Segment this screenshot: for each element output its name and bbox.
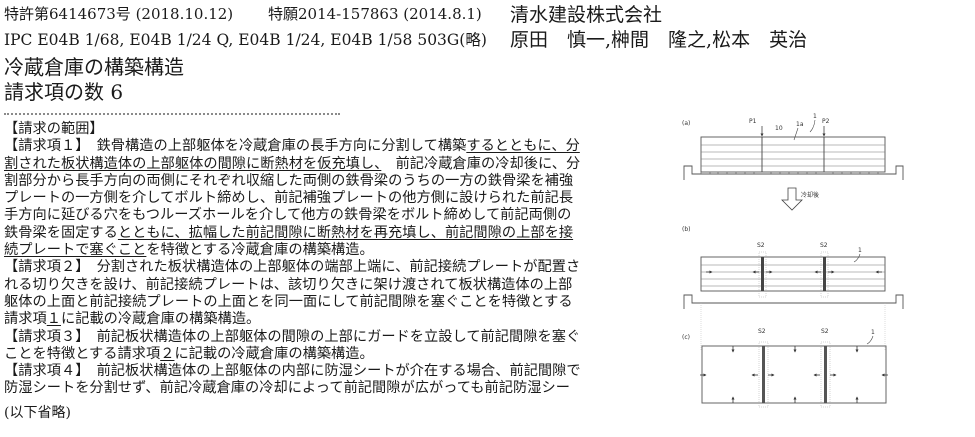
gap-label-c-right: S2 xyxy=(821,328,829,335)
panel-label-a: (a) xyxy=(682,120,690,127)
text-segment: プレートの一方側を介してボルト締めし、前記補強プレートの他方側に設けられた前記長 xyxy=(4,190,574,207)
gap-label-left: S2 xyxy=(757,242,765,249)
underlined-segment: １ xyxy=(46,311,61,328)
ref-1-c: 1 xyxy=(871,329,875,336)
claim-text-line: 割部分から長手方向の両側にそれぞれ収縮した両側の鉄骨梁のうちの一方の鉄骨梁を補強 xyxy=(4,173,654,190)
text-segment: 鉄骨梁を固定する xyxy=(4,224,118,241)
text-segment: 防湿シートを分割せず、前記冷蔵倉庫の冷却によって前記間隙が広がっても前記防湿シー xyxy=(4,380,570,397)
label-10: 10 xyxy=(775,125,783,132)
assignee: 清水建設株式会社 xyxy=(510,4,663,26)
text-segment: 【請求項３】 前記板状構造体の上部躯体の間隙の上部にガードを立設して前記間隙を塞… xyxy=(4,328,581,345)
underlined-segment: 割された板状構造体の上部躯体の間隙に断熱材を仮充填し、 xyxy=(4,155,382,172)
claim-text-line: 【請求項１】 鉄骨構造の上部躯体を冷蔵倉庫の長手方向に分割して構築するとともに、… xyxy=(4,138,654,155)
label-p2: P2 xyxy=(822,118,830,125)
claim-text-line: 鉄骨梁を固定するとともに、拡幅した前記間隙に断熱材を再充填し、前記間隙の上部を接 xyxy=(4,225,654,242)
text-segment: 手方向に延びる穴をもつルーズホールを介して他方の鉄骨梁をボルト締めして前記両側の xyxy=(4,207,572,224)
label-1a: 1a xyxy=(796,121,804,128)
figure-panel-b: (b) S2 S2 1 xyxy=(682,226,904,350)
figure-panel-c: (c) S2 S2 1 xyxy=(682,328,888,408)
text-segment: 躯体の上面と前記接続プレートの上面とを同一面にして前記間隙を塞ぐことを特徴とする xyxy=(4,293,573,310)
text-segment: れる切り欠きを設け、前記接続プレートは、該切り欠きに架け渡されて板状構造体の上部 xyxy=(4,276,573,293)
invention-title: 冷蔵倉庫の構築構造 xyxy=(4,55,184,79)
claim-text-line: ことを特徴とする請求項２に記載の冷蔵倉庫の構築構造。 xyxy=(4,346,654,363)
text-segment: に記載の冷蔵倉庫の構築構造。 xyxy=(174,345,374,362)
claim-lines: 【請求項１】 鉄骨構造の上部躯体を冷蔵倉庫の長手方向に分割して構築するとともに、… xyxy=(4,138,654,397)
text-segment: 【請求項２】 分割された板状構造体の上部躯体の端部上端に、前記接続プレートが配置… xyxy=(4,259,581,276)
claim-count: 請求項の数 6 xyxy=(4,80,124,104)
claim-text-line: 【請求項４】 前記板状構造体の上部躯体の内部に防湿シートが介在する場合、前記間隙… xyxy=(4,363,654,380)
claim-text-line: 請求項１に記載の冷蔵倉庫の構築構造。 xyxy=(4,311,654,328)
underlined-segment: するとともに、分 xyxy=(466,138,580,155)
omitted-note: (以下省略) xyxy=(4,405,71,421)
down-arrow-icon xyxy=(781,187,803,211)
underlined-segment: 続プレートで塞ぐこと xyxy=(4,242,147,259)
label-p1: P1 xyxy=(749,118,757,125)
application-number: 特願2014-157863 (2014.8.1) xyxy=(268,5,482,23)
claim-text-line: 躯体の上面と前記接続プレートの上面とを同一面にして前記間隙を塞ぐことを特徴とする xyxy=(4,294,654,311)
inventors: 原田 慎一,榊間 隆之,松本 英治 xyxy=(510,29,808,51)
dotted-separator xyxy=(4,113,340,115)
text-segment: 割部分から長手方向の両側にそれぞれ収縮した両側の鉄骨梁のうちの一方の鉄骨梁を補強 xyxy=(4,172,574,189)
claim-text-line: プレートの一方側を介してボルト締めし、前記補強プレートの他方側に設けられた前記長 xyxy=(4,190,654,207)
gap-label-right: S2 xyxy=(820,242,828,249)
ipc-codes: IPC E04B 1/68, E04B 1/24 Q, E04B 1/24, E… xyxy=(4,31,487,49)
underlined-segment: とともに、拡幅した前記間隙に断熱材を再充填し、前記間隙の上部を接 xyxy=(117,224,574,241)
claim-text-line: 防湿シートを分割せず、前記冷蔵倉庫の冷却によって前記間隙が広がっても前記防湿シー xyxy=(4,380,654,397)
ref-1-b: 1 xyxy=(858,247,862,254)
claim-text-line: 【請求項３】 前記板状構造体の上部躯体の間隙の上部にガードを立設して前記間隙を塞… xyxy=(4,329,654,346)
claim-text-line: 続プレートで塞ぐことを特徴とする冷蔵倉庫の構築構造。 xyxy=(4,242,654,259)
patent-number: 特許第6414673号 (2018.10.12) xyxy=(4,5,234,23)
text-segment: 【請求項１】 鉄骨構造の上部躯体を冷蔵倉庫の長手方向に分割して構築 xyxy=(4,138,467,155)
drawing-svg: (a) P1 P2 10 1a 1 冷却後 (b) xyxy=(682,113,904,408)
text-segment: 【請求項４】 前記板状構造体の上部躯体の内部に防湿シートが介在する場合、前記間隙… xyxy=(4,363,581,380)
text-segment: ことを特徴とする請求項 xyxy=(4,345,161,362)
underlined-segment: ２ xyxy=(160,345,175,362)
text-segment: 請求項 xyxy=(4,311,47,328)
claims-section: 【請求の範囲】 【請求項１】 鉄骨構造の上部躯体を冷蔵倉庫の長手方向に分割して構… xyxy=(4,121,654,398)
patent-drawing: (a) P1 P2 10 1a 1 冷却後 (b) xyxy=(670,100,975,437)
text-segment: に記載の冷蔵倉庫の構築構造。 xyxy=(60,311,261,328)
panel-label-b: (b) xyxy=(682,226,691,233)
claim-text-line: 割された板状構造体の上部躯体の間隙に断熱材を仮充填し、 前記冷蔵倉庫の冷却後に、… xyxy=(4,156,654,173)
cooling-arrow: 冷却後 xyxy=(781,187,819,211)
gap-label-c-left: S2 xyxy=(758,328,766,335)
figure-panel-a: (a) P1 P2 10 1a 1 xyxy=(682,113,904,180)
text-segment: を特徴とする冷蔵倉庫の構築構造。 xyxy=(146,242,374,259)
claims-heading: 【請求の範囲】 xyxy=(4,121,104,137)
claim-text-line: れる切り欠きを設け、前記接続プレートは、該切り欠きに架け渡されて板状構造体の上部 xyxy=(4,277,654,294)
panel-label-c: (c) xyxy=(682,334,690,341)
claim-text-line: 手方向に延びる穴をもつルーズホールを介して他方の鉄骨梁をボルト締めして前記両側の xyxy=(4,207,654,224)
label-1: 1 xyxy=(813,113,817,120)
arrow-label: 冷却後 xyxy=(801,191,819,199)
text-segment: 前記冷蔵倉庫の冷却後に、分 xyxy=(381,155,581,172)
claim-text-line: 【請求項２】 分割された板状構造体の上部躯体の端部上端に、前記接続プレートが配置… xyxy=(4,259,654,276)
